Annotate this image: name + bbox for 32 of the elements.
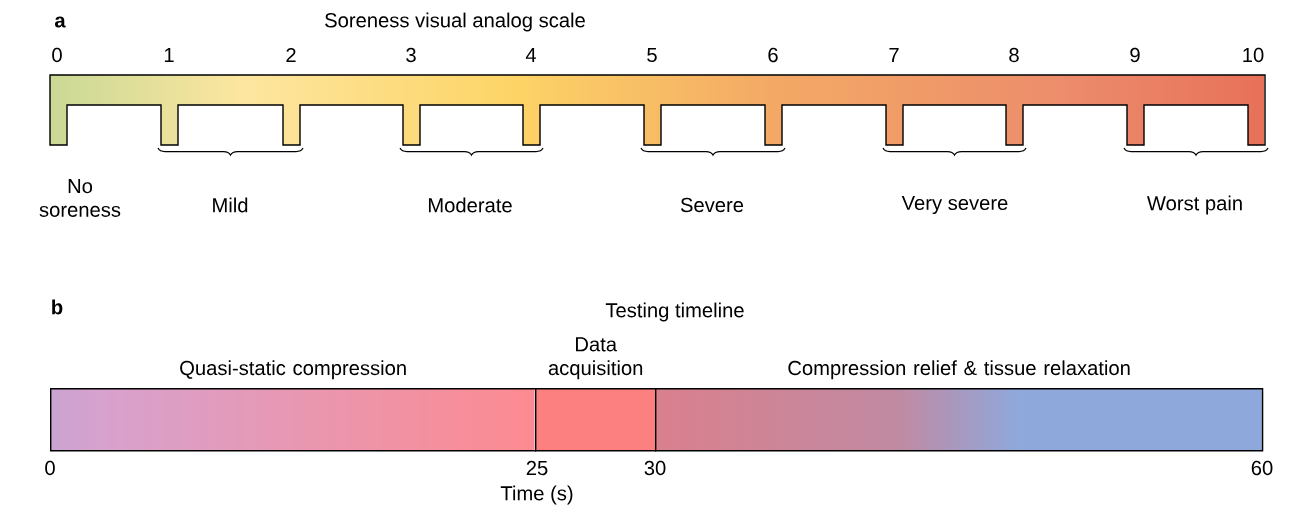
timeline-title: Testing timeline: [605, 302, 744, 322]
category-label: Very severe: [901, 195, 1008, 215]
node-label: Quasi-static compression: [180, 360, 406, 380]
timeline-segment: Compression relief & tissue relaxation: [655, 360, 1264, 452]
scale-number: 1: [164, 48, 174, 62]
axis-tick-label: 25: [526, 460, 548, 476]
panel-label: a: [54, 16, 66, 28]
scale-number: 6: [768, 47, 778, 63]
category-label: Moderate: [429, 197, 512, 213]
scale-number: 7: [889, 48, 899, 62]
category-label: Severe: [680, 197, 744, 213]
scale-number: 2: [286, 47, 296, 63]
axis-title: Time (s): [500, 485, 573, 505]
category-label: Mild: [213, 197, 248, 213]
category-label: No soreness: [39, 179, 121, 217]
category-label: Worst pain: [1147, 195, 1242, 215]
node-label: Compression relief & tissue relaxation: [788, 360, 1130, 380]
scale-number: 5: [647, 47, 657, 63]
axis-tick-label: 60: [1251, 460, 1273, 476]
scale-number: 10: [1243, 47, 1264, 63]
scale-number: 4: [525, 48, 536, 62]
axis-tick-label: 0: [45, 460, 55, 476]
panel-label: b: [52, 299, 63, 315]
timeline-segment: Quasi-static compression: [50, 360, 537, 452]
scale-number: 9: [1130, 47, 1140, 63]
timeline-segment: Data acquisition: [535, 337, 657, 452]
node-label: Data acquisition: [548, 337, 643, 380]
scale-number: 8: [1009, 47, 1019, 63]
scale-number: 0: [52, 47, 62, 63]
scale-number: 3: [406, 47, 416, 63]
axis-tick-label: 30: [644, 460, 666, 476]
scale-title: Soreness visual analog scale: [325, 12, 585, 32]
